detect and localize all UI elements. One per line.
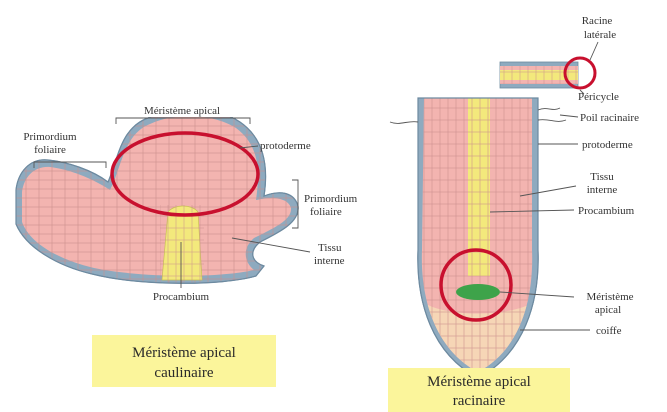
label-racine-1: Racine xyxy=(582,15,613,27)
root-meristem-diagram: Racine latérale Péricycle Poil racinaire… xyxy=(388,15,639,412)
shoot-caption-line2: caulinaire xyxy=(154,365,213,381)
label-pericycle: Péricycle xyxy=(578,91,619,103)
label-root-procambium: Procambium xyxy=(578,205,635,217)
label-primordium-left-2: foliaire xyxy=(34,144,66,156)
label-primordium-left-1: Primordium xyxy=(23,131,77,143)
label-shoot-tissu-1: Tissu xyxy=(318,242,342,254)
label-shoot-meristeme-apical: Méristème apical xyxy=(144,105,220,117)
label-root-meristeme-1: Méristème xyxy=(586,291,633,303)
label-shoot-tissu-2: interne xyxy=(314,255,345,267)
label-root-tissu-1: Tissu xyxy=(590,171,614,183)
root-caption-line1: Méristème apical xyxy=(427,374,531,390)
label-racine-2: latérale xyxy=(584,29,616,41)
label-root-meristeme-2: apical xyxy=(595,304,621,316)
label-shoot-procambium: Procambium xyxy=(153,291,210,303)
root-hair-right-1 xyxy=(538,108,560,110)
shoot-meristem-diagram: Méristème apical Primordium foliaire pro… xyxy=(0,100,358,387)
root-caption-line2: racinaire xyxy=(453,393,506,409)
label-primordium-right-1: Primordium xyxy=(304,193,358,205)
label-root-tissu-2: interne xyxy=(587,184,618,196)
label-shoot-protoderme: protoderme xyxy=(260,140,311,152)
label-root-protoderme: protoderme xyxy=(582,139,633,151)
label-poil-racinaire: Poil racinaire xyxy=(580,112,639,124)
root-hair-left xyxy=(390,122,418,124)
label-primordium-right-2: foliaire xyxy=(310,206,342,218)
root-hair-right-2 xyxy=(538,120,566,122)
root-meristem-core xyxy=(456,284,500,300)
shoot-caption-line1: Méristème apical xyxy=(132,345,236,361)
label-coiffe: coiffe xyxy=(596,325,622,337)
